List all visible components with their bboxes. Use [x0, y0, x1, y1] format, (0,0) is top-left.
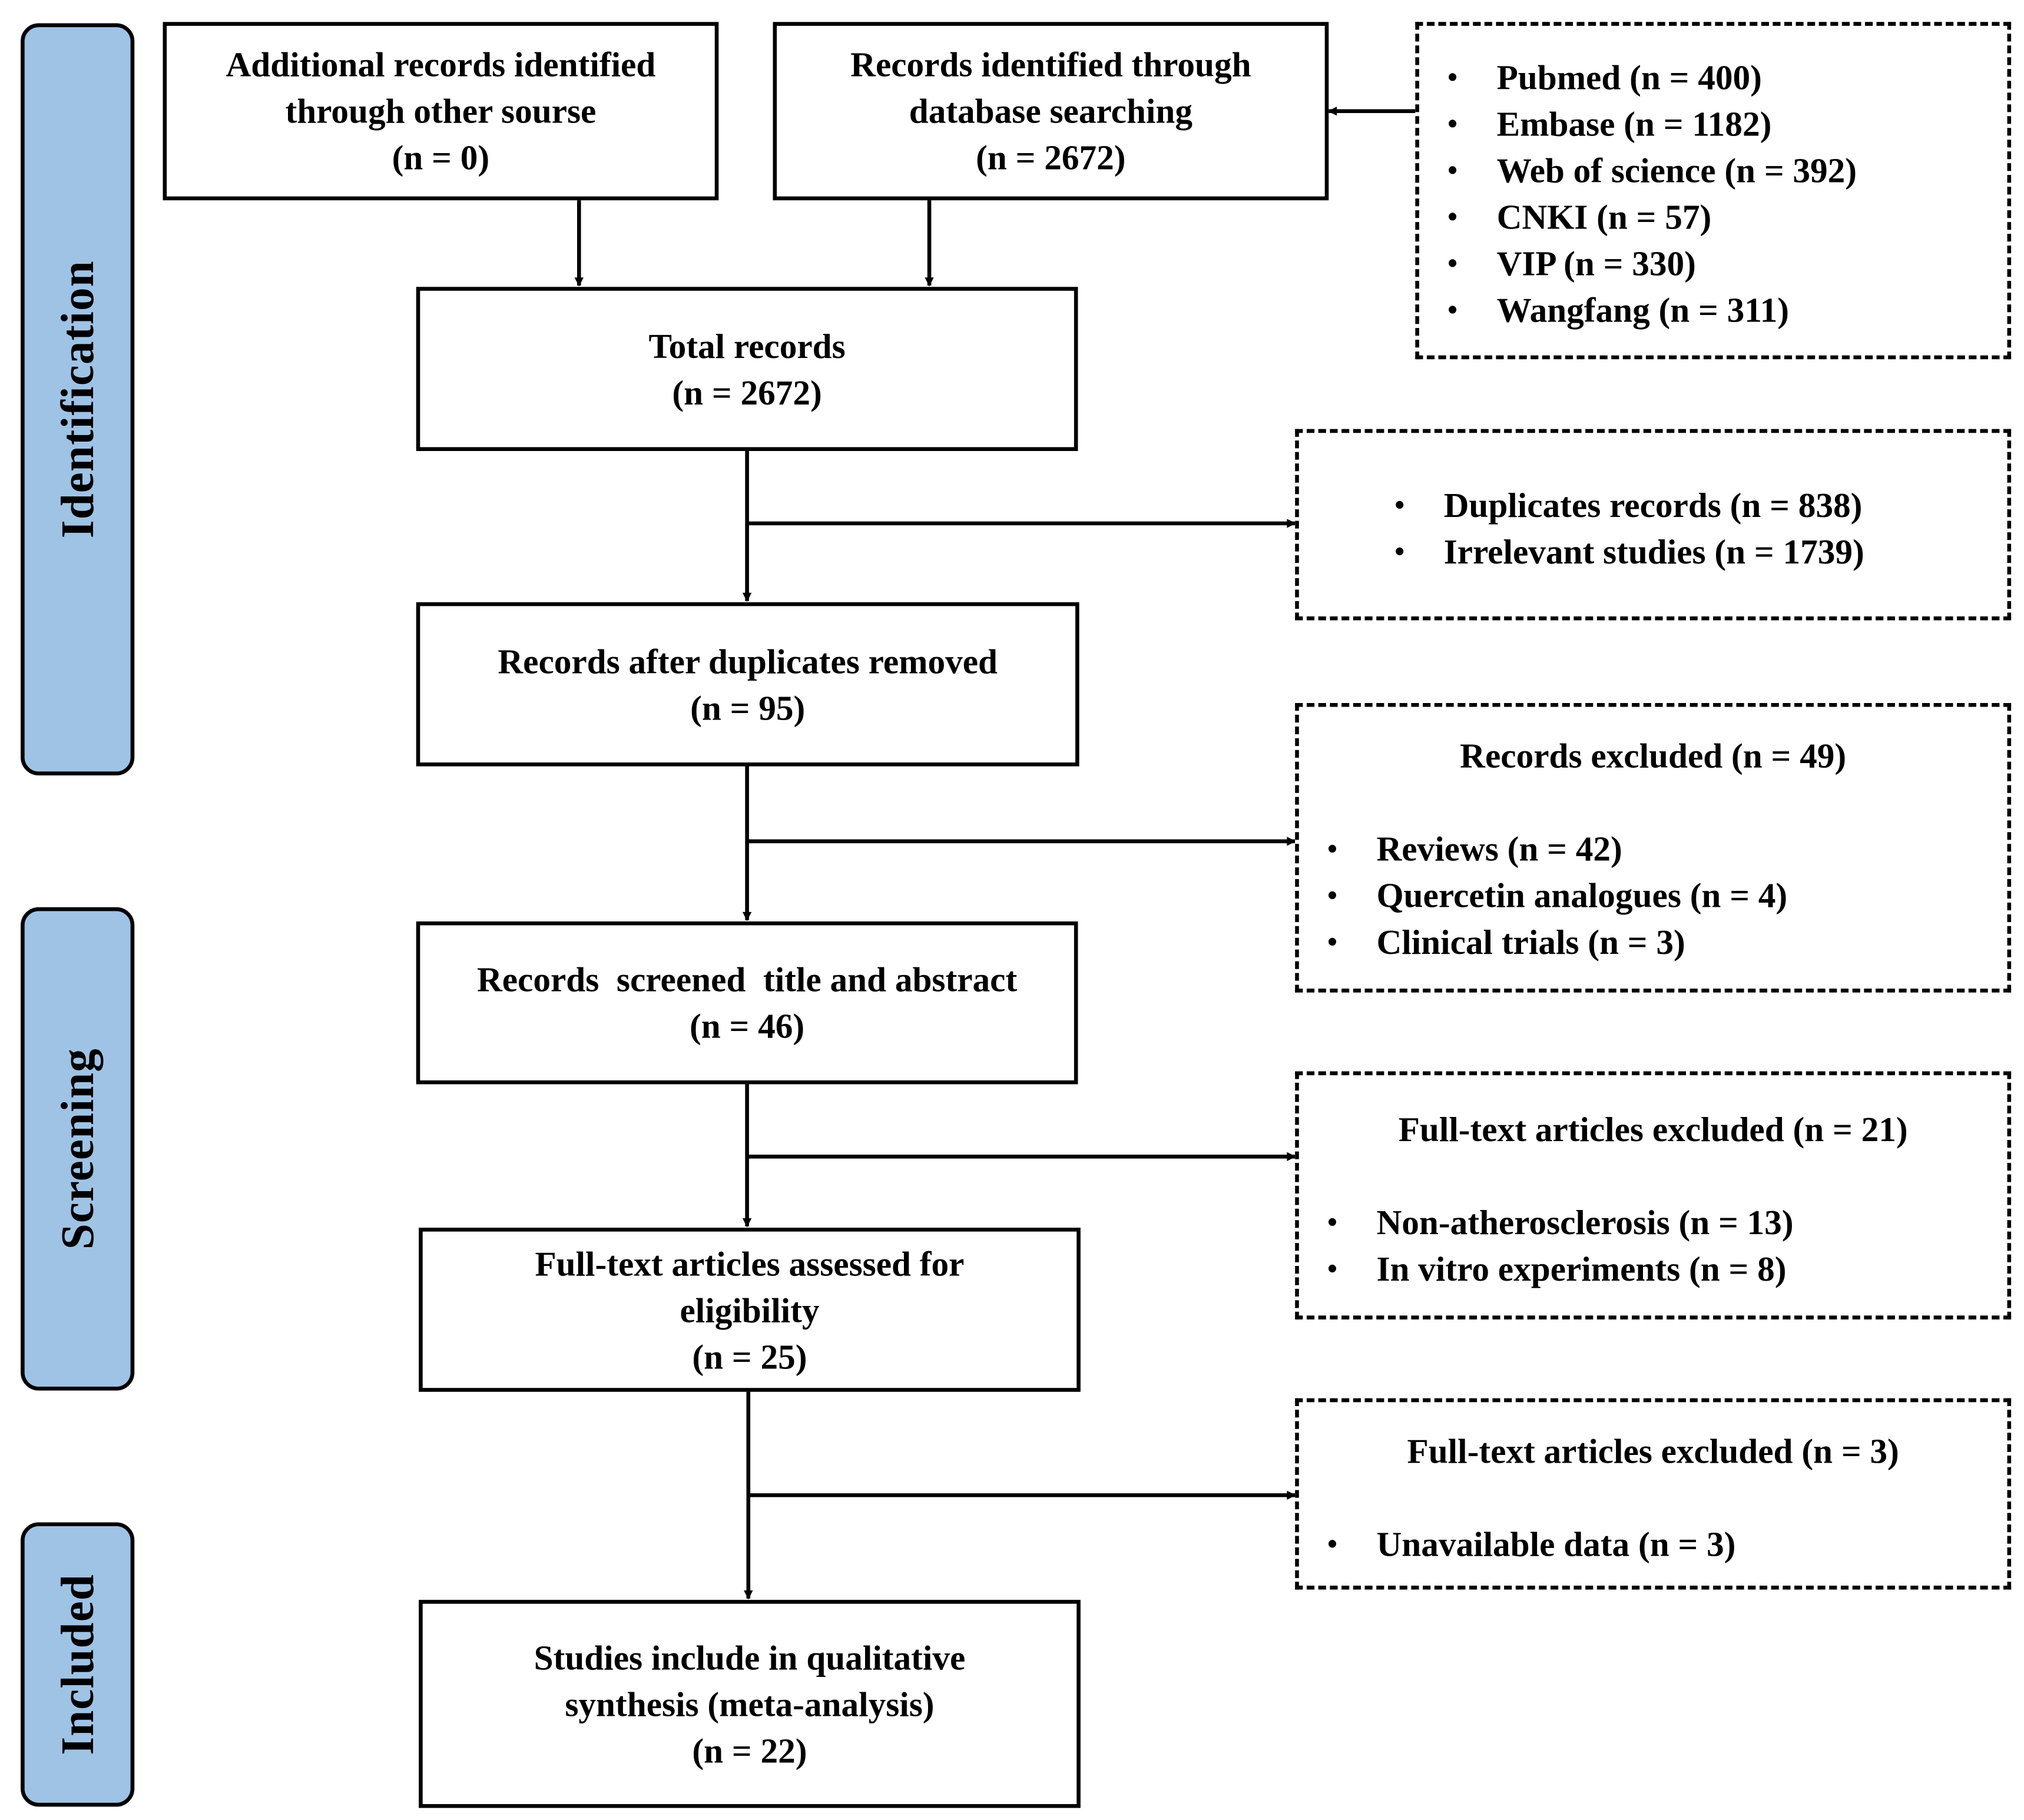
box-included-studies: Studies include in qualitative synthesis… [419, 1600, 1081, 1808]
stage-screening-label: Screening [51, 1048, 104, 1250]
database-item: Pubmed (n = 400) [1447, 54, 2007, 101]
box-after-duplicates: Records after duplicates removed (n = 95… [416, 602, 1079, 767]
removed-list: Duplicates records (n = 838) Irrelevant … [1394, 482, 2007, 575]
box-other-sources-line1: Additional records identified [226, 45, 656, 84]
stage-identification-label: Identification [51, 260, 104, 539]
box-included-studies-line1: Studies include in qualitative [534, 1637, 966, 1677]
database-item: Embase (n = 1182) [1447, 101, 2007, 147]
database-item: VIP (n = 330) [1447, 240, 2007, 287]
box-after-duplicates-count: (n = 95) [690, 688, 806, 727]
fulltext-excluded-2-item: Unavailable data (n = 3) [1327, 1521, 2007, 1567]
stage-included: Included [21, 1522, 135, 1807]
fulltext-excluded-1-item: Non-atherosclerosis (n = 13) [1327, 1199, 2007, 1246]
fulltext-excluded-1-item: In vitro experiments (n = 8) [1327, 1246, 2007, 1292]
box-fulltext-excluded-1: Full-text articles excluded (n = 21) Non… [1295, 1071, 2012, 1320]
box-database-search-line2: database searching [909, 91, 1193, 131]
box-database-breakdown: Pubmed (n = 400) Embase (n = 1182) Web o… [1415, 22, 2012, 360]
box-full-text-assessed: Full-text articles assessed for eligibil… [419, 1228, 1081, 1392]
stage-identification: Identification [21, 23, 135, 775]
database-item: CNKI (n = 57) [1447, 194, 2007, 240]
box-total-records: Total records (n = 2672) [416, 287, 1078, 451]
box-full-text-assessed-line2: eligibility [680, 1290, 820, 1330]
box-total-records-line1: Total records [648, 326, 846, 366]
box-included-studies-count: (n = 22) [692, 1731, 807, 1770]
box-fulltext-excluded-2: Full-text articles excluded (n = 3) Unav… [1295, 1398, 2012, 1590]
records-excluded-list: Reviews (n = 42) Quercetin analogues (n … [1327, 826, 2007, 965]
fulltext-excluded-1-list: Non-atherosclerosis (n = 13) In vitro ex… [1327, 1199, 2007, 1292]
records-excluded-item: Reviews (n = 42) [1327, 826, 2007, 872]
removed-item: Irrelevant studies (n = 1739) [1394, 529, 2007, 575]
records-excluded-item: Quercetin analogues (n = 4) [1327, 872, 2007, 919]
database-item: Web of science (n = 392) [1447, 147, 2007, 194]
stage-included-label: Included [51, 1574, 104, 1755]
box-after-duplicates-line1: Records after duplicates removed [498, 641, 998, 681]
box-database-search: Records identified through database sear… [773, 22, 1329, 201]
removed-item: Duplicates records (n = 838) [1394, 482, 2007, 529]
box-records-excluded: Records excluded (n = 49) Reviews (n = 4… [1295, 702, 2012, 993]
box-database-search-line1: Records identified through [850, 45, 1251, 84]
box-other-sources-count: (n = 0) [392, 138, 490, 177]
records-excluded-item: Clinical trials (n = 3) [1327, 919, 2007, 966]
box-screened-count: (n = 46) [690, 1006, 805, 1046]
fulltext-excluded-2-list: Unavailable data (n = 3) [1327, 1521, 2007, 1567]
database-list: Pubmed (n = 400) Embase (n = 1182) Web o… [1447, 54, 2007, 333]
stage-screening: Screening [21, 907, 135, 1391]
fulltext-excluded-2-heading: Full-text articles excluded (n = 3) [1407, 1431, 1899, 1471]
box-total-records-count: (n = 2672) [672, 373, 822, 412]
box-database-search-count: (n = 2672) [976, 138, 1126, 177]
box-other-sources-line2: through other sourse [285, 91, 597, 131]
box-included-studies-line2: synthesis (meta-analysis) [565, 1684, 935, 1723]
box-screened-line1: Records screened title and abstract [476, 960, 1018, 999]
database-item: Wangfang (n = 311) [1447, 287, 2007, 333]
records-excluded-heading: Records excluded (n = 49) [1460, 737, 1847, 775]
box-full-text-assessed-line1: Full-text articles assessed for [535, 1244, 965, 1283]
fulltext-excluded-1-heading: Full-text articles excluded (n = 21) [1398, 1110, 1908, 1149]
box-screened: Records screened title and abstract (n =… [416, 921, 1078, 1085]
box-other-sources: Additional records identified through ot… [163, 22, 719, 201]
box-removed-records: Duplicates records (n = 838) Irrelevant … [1295, 429, 2012, 621]
box-full-text-assessed-count: (n = 25) [692, 1337, 807, 1376]
